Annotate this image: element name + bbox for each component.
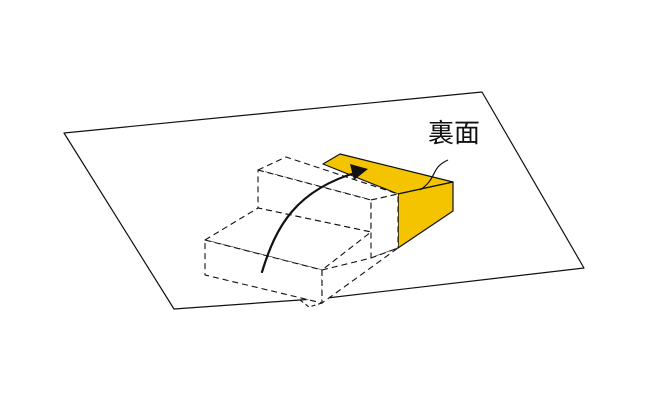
back-face-block (322, 153, 454, 249)
lower-step-top (204, 207, 372, 271)
back-face-label: 裏面 (428, 119, 481, 149)
lower-step-side (321, 247, 399, 304)
upper-step-top (257, 156, 399, 201)
upper-step-front (257, 169, 372, 233)
upper-step-side (370, 193, 399, 259)
sheet-notch (299, 299, 323, 308)
callout-leader (419, 159, 449, 191)
curved-arrow-icon (260, 164, 368, 274)
dashed-stepped-shape (204, 156, 399, 304)
